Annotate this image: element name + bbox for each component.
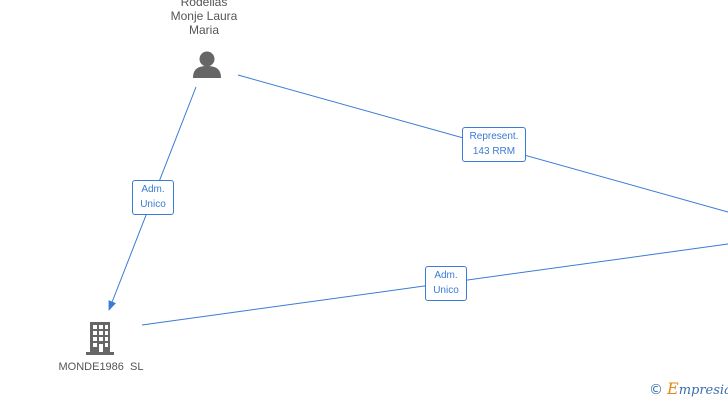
empresia-watermark: ©Empresia: [649, 379, 728, 398]
copyright-symbol: ©: [649, 382, 663, 398]
edge-label-line-2: 143 RRM: [472, 146, 516, 157]
person-name-line-1: Rodellas: [180, 0, 228, 9]
edge-label-line-1: Adm.: [434, 270, 458, 281]
brand-rest: mpresia: [678, 383, 728, 398]
person-icon[interactable]: [193, 51, 221, 79]
edge-label-line-2: Unico: [433, 285, 459, 296]
edge-label-person-company[interactable]: Adm. Unico: [132, 180, 174, 215]
edge-label-line-1: Adm.: [141, 184, 165, 195]
building-icon[interactable]: [86, 322, 114, 355]
edge-label-line-2: Unico: [140, 199, 166, 210]
brand-initial: E: [667, 379, 679, 398]
person-name-line-2: Monje Laura: [170, 9, 238, 23]
company-node-name[interactable]: MONDE1986 SL: [58, 361, 144, 373]
person-name-line-3: Maria: [188, 23, 219, 37]
edge-label-person-offscreen[interactable]: Represent. 143 RRM: [462, 127, 526, 162]
edge-label-line-1: Represent.: [469, 131, 519, 142]
person-node-name[interactable]: Rodellas Monje Laura Maria: [154, 0, 254, 37]
edge-label-company-offscreen[interactable]: Adm. Unico: [425, 266, 467, 301]
